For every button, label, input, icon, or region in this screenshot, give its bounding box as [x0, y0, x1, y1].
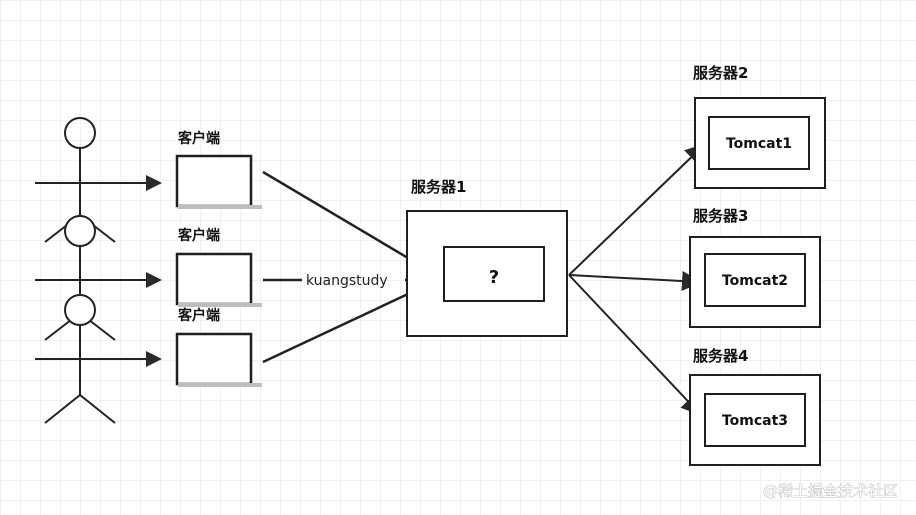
proxy-server-title: 服务器1 — [411, 178, 466, 196]
edge-label-kuangstudy: kuangstudy — [306, 273, 388, 289]
tomcat-2-box — [704, 253, 806, 307]
tomcat-3-label: Tomcat3 — [722, 413, 788, 429]
client-label-2: 客户端 — [177, 227, 220, 244]
user-figure-3 — [44, 294, 116, 424]
client-label-1: 客户端 — [177, 130, 220, 147]
tomcat-3-box — [704, 393, 806, 447]
client-box-3 — [175, 332, 262, 387]
proxy-to-server-arrow-2 — [568, 271, 702, 292]
watermark-text: @稀土掘金技术社区 — [763, 482, 898, 500]
proxy-inner-label: ? — [489, 267, 499, 288]
tomcat-2-label: Tomcat2 — [722, 273, 788, 289]
client-box-1 — [175, 154, 262, 209]
server-4-title: 服务器4 — [693, 347, 748, 365]
tomcat-1-label: Tomcat1 — [726, 136, 792, 152]
proxy-to-server-arrow-3 — [568, 274, 702, 416]
tomcat-1-box — [708, 116, 810, 170]
server-2-title: 服务器2 — [693, 64, 748, 82]
client-box-2 — [175, 252, 262, 307]
server-3-title: 服务器3 — [693, 207, 748, 225]
proxy-inner-box — [443, 246, 545, 302]
proxy-to-server-arrow-1 — [568, 143, 706, 276]
client-label-3: 客户端 — [177, 307, 220, 324]
